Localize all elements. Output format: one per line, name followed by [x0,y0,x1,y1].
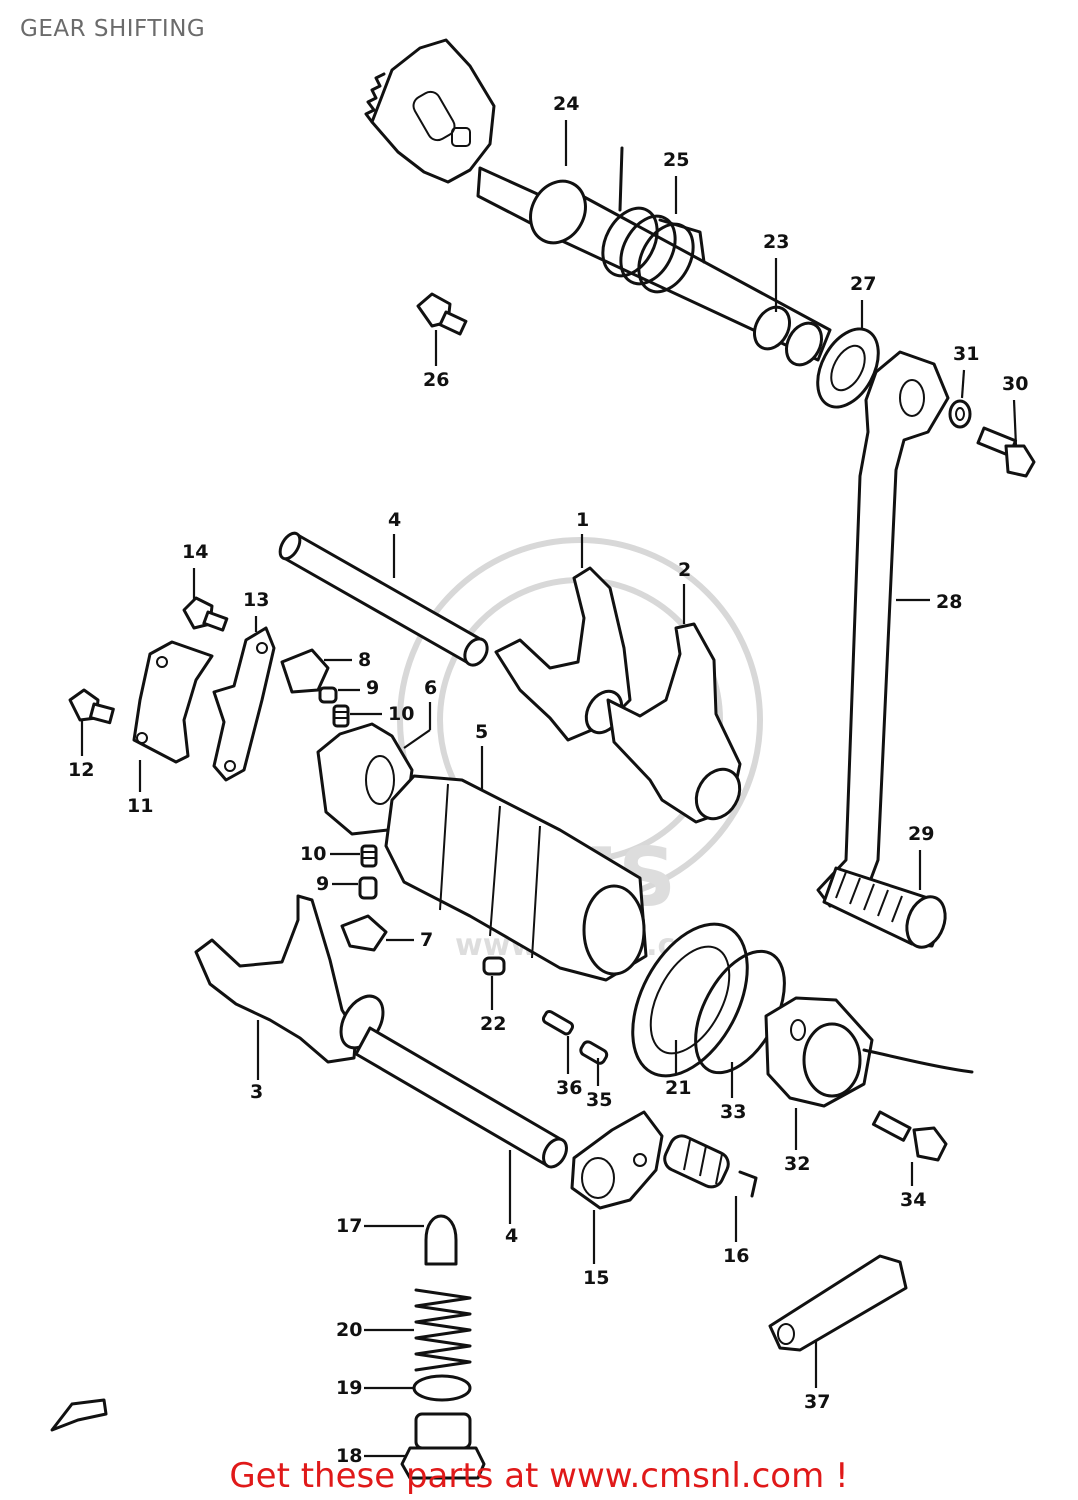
callout-28: 28 [936,591,962,613]
callout-24: 24 [553,93,579,115]
callout-37: 37 [804,1391,830,1413]
callout-30: 30 [1002,373,1028,395]
callout-17: 17 [336,1215,362,1237]
part-34-screw [871,1110,948,1162]
callout-33: 33 [720,1101,746,1123]
part-26-bolt [416,292,468,336]
callout-9-upper: 9 [366,677,379,699]
part-4-fork-shaft-upper [278,531,489,667]
callout-16: 16 [723,1245,749,1267]
callout-29: 29 [908,823,934,845]
part-6-cam-pawl-lifter [316,722,414,836]
callout-5: 5 [475,721,488,743]
callout-6: 6 [424,677,437,699]
part-9-pin-upper [318,686,338,704]
callout-34: 34 [900,1189,926,1211]
callout-19: 19 [336,1377,362,1399]
front-direction-arrow [50,1398,108,1432]
part-23-bearing [752,305,824,367]
callout-32: 32 [784,1153,810,1175]
callout-20: 20 [336,1319,362,1341]
part-9-pin-lower [358,876,378,900]
part-25-return-spring [601,146,706,294]
part-36-pin [541,1009,575,1036]
part-13-stopper [212,626,276,782]
footer-link[interactable]: Get these parts at www.cmsnl.com ! [229,1456,849,1496]
part-11-stopper-plate [132,640,214,764]
callout-21: 21 [665,1077,691,1099]
part-27-oil-seal [816,327,880,409]
callout-23: 23 [763,231,789,253]
part-24-shift-shaft [364,38,832,362]
part-20-spring [414,1288,472,1372]
part-14-bolt [182,596,229,632]
callout-4-upper: 4 [388,509,401,531]
page-title: GEAR SHIFTING [20,16,206,42]
callout-12: 12 [68,759,94,781]
part-18-plug-bolt [400,1412,486,1480]
part-16-spring [663,1134,758,1198]
part-8-pawl [280,648,330,694]
part-30-bolt [976,426,1036,478]
part-32-neutral-switch [764,996,974,1108]
callout-14: 14 [182,541,208,563]
callout-4-lower: 4 [505,1225,518,1247]
callout-27: 27 [850,273,876,295]
callout-2: 2 [678,559,691,581]
part-31-washer [948,399,972,429]
part-21-gasket [631,922,749,1078]
callout-13: 13 [243,589,269,611]
callout-10-lower: 10 [300,843,326,865]
callouts: 24 25 23 27 26 31 30 4 1 2 28 14 13 8 9 … [68,93,1028,1467]
callout-25: 25 [663,149,689,171]
callout-10-upper: 10 [388,703,414,725]
callout-26: 26 [423,369,449,391]
part-2-shift-fork [606,622,742,824]
part-1-shift-fork [494,566,632,742]
part-7-pawl [340,914,388,952]
part-10-spring-lower [360,844,378,868]
callout-9-lower: 9 [316,873,329,895]
callout-35: 35 [586,1089,612,1111]
part-10-spring-upper [332,704,350,728]
callout-1: 1 [576,509,589,531]
part-15-cam-stopper [570,1110,664,1210]
part-4-fork-shaft-lower [354,1026,568,1169]
part-17-cap [424,1214,458,1266]
callout-18: 18 [336,1445,362,1467]
part-5-shift-drum [384,774,648,982]
part-19-washer [412,1374,472,1402]
callout-7: 7 [420,929,433,951]
callout-11: 11 [127,795,153,817]
part-37-bracket [768,1254,908,1352]
part-12-bolt [68,688,115,725]
part-22-pin [482,956,506,976]
callout-36: 36 [556,1077,582,1099]
callout-31: 31 [953,343,979,365]
part-28-shift-lever [816,350,950,908]
callout-8: 8 [358,649,371,671]
part-35-pin [579,1040,609,1065]
callout-3: 3 [250,1081,263,1103]
part-29-pedal-rubber [822,866,947,949]
callout-15: 15 [583,1267,609,1289]
callout-22: 22 [480,1013,506,1035]
